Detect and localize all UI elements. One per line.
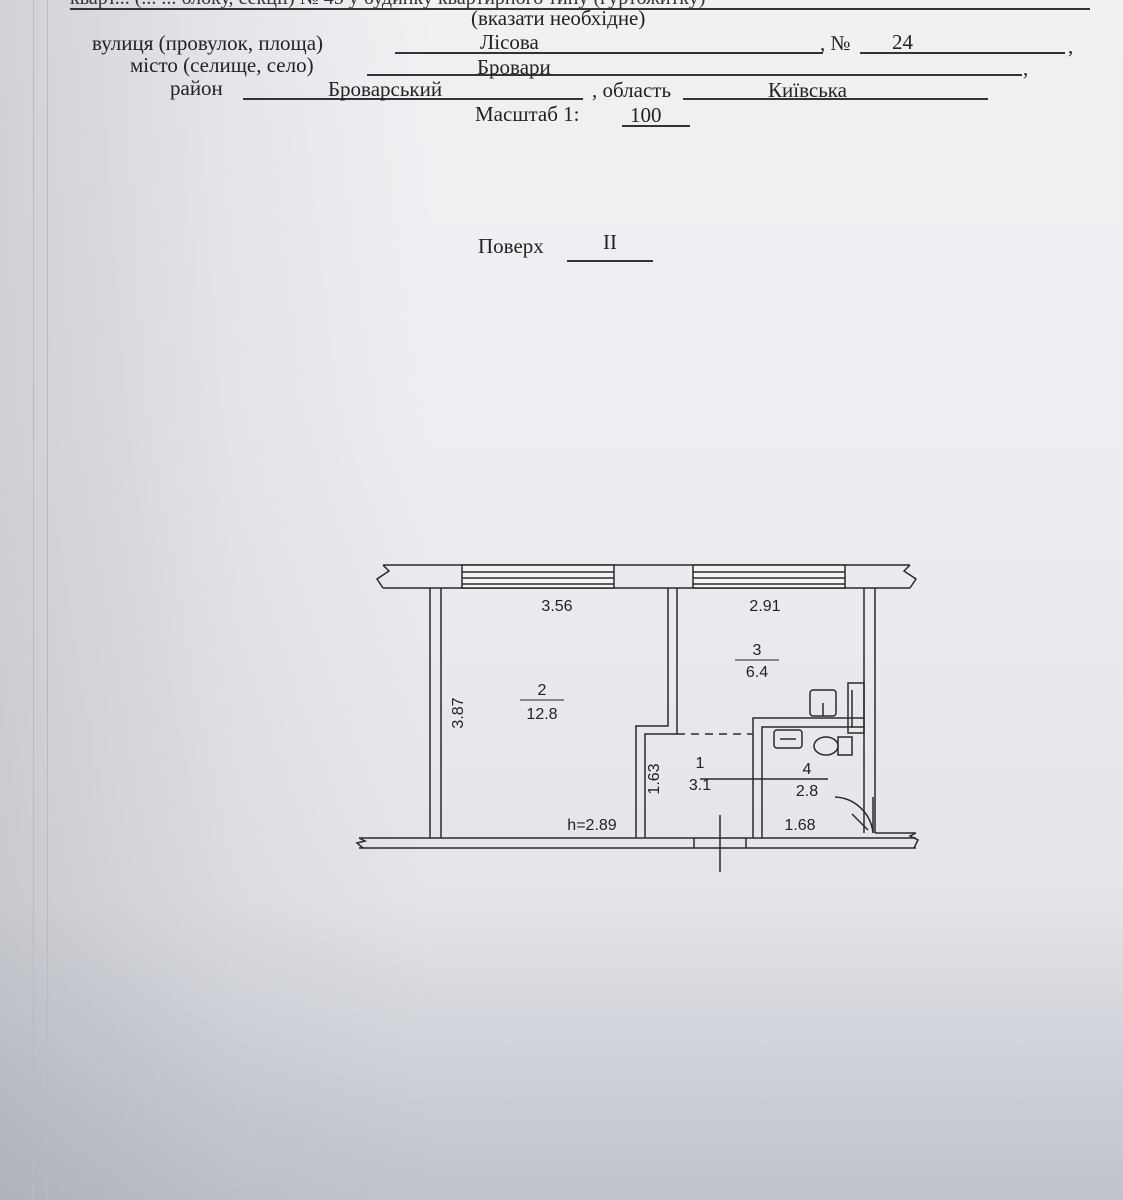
dim-room4-width: 1.68 <box>784 817 815 834</box>
dim-room3-width: 2.91 <box>749 598 780 615</box>
oblast-label: , область <box>592 78 672 102</box>
number-underline <box>860 52 1065 54</box>
window-right <box>692 564 846 589</box>
number-value: 24 <box>892 30 913 54</box>
washbasin-fixture <box>847 682 865 734</box>
number-label: , № <box>820 31 851 55</box>
bottom-exterior-wall <box>355 832 920 849</box>
partition-2-3 <box>635 588 678 838</box>
city-value: Бровари <box>477 55 551 79</box>
comma: , <box>1068 34 1074 58</box>
room-area: 2.8 <box>796 783 818 800</box>
scale-value: 100 <box>630 103 662 127</box>
room-area: 3.1 <box>689 777 711 794</box>
city-underline <box>367 74 1022 76</box>
toilet-fixture <box>809 689 837 717</box>
room-number: 3 <box>753 642 762 659</box>
floor-underline <box>567 260 653 262</box>
bath-fixture <box>773 729 803 749</box>
scale-label: Масштаб 1: <box>475 102 580 126</box>
room-number: 2 <box>538 682 547 699</box>
page-margin-line <box>47 0 48 1200</box>
toilet-bowl-fixture <box>813 736 853 756</box>
header-underline <box>70 8 1090 10</box>
dim-room2-width: 3.56 <box>541 598 572 615</box>
page-margin-line <box>33 0 34 1200</box>
entrance-door <box>693 815 747 872</box>
street-label: вулиця (провулок, площа) <box>92 31 324 55</box>
left-exterior-wall <box>429 588 442 838</box>
street-value: Лісова <box>480 30 539 54</box>
district-underline <box>243 98 583 100</box>
room-area: 12.8 <box>526 706 557 723</box>
street-underline <box>395 52 823 54</box>
room-number: 4 <box>803 761 812 778</box>
right-exterior-wall <box>863 588 876 833</box>
scale-underline <box>622 125 690 127</box>
cut-header-line: кварт... (... ... блоку, секції) № 45 у … <box>70 0 705 10</box>
dim-room2-depth: 3.87 <box>450 697 467 728</box>
photo-shadow <box>0 0 430 1200</box>
ceiling-height-note: h=2.89 <box>567 817 616 834</box>
oblast-underline <box>683 98 988 100</box>
district-label: район <box>170 76 223 100</box>
floor-value: II <box>603 230 617 254</box>
bathroom-door-swing <box>834 796 874 834</box>
oblast-value: Київська <box>768 78 847 102</box>
comma: , <box>1023 56 1029 80</box>
bathroom-walls <box>752 717 864 838</box>
dim-room1-depth: 1.63 <box>646 763 663 794</box>
room-number: 1 <box>696 755 705 772</box>
city-label: місто (селище, село) <box>130 53 314 77</box>
window-left <box>461 564 615 589</box>
floor-label: Поверх <box>478 234 544 258</box>
room-area: 6.4 <box>746 664 768 681</box>
photo-shadow-bottom <box>0 900 1123 1200</box>
district-value: Броварський <box>328 77 443 101</box>
instruction-text: (вказати необхідне) <box>471 6 646 30</box>
